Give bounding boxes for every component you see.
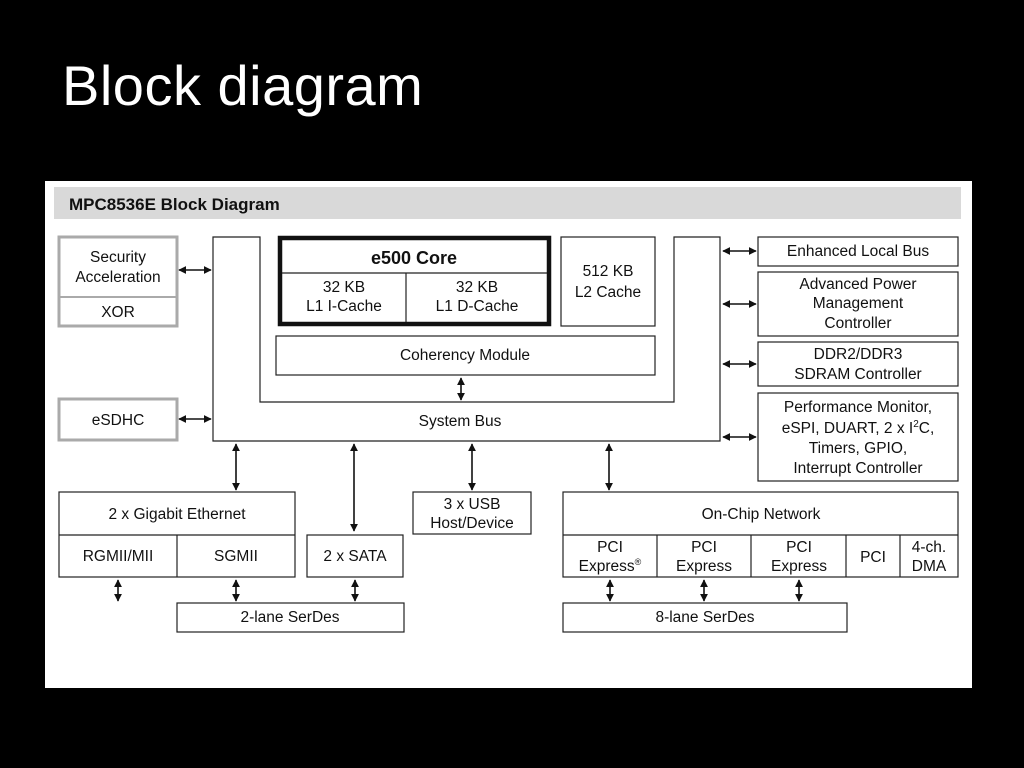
advanced-power-management-block: Advanced Power Management Controller xyxy=(757,271,959,337)
svg-text:RGMII/MII: RGMII/MII xyxy=(83,548,154,565)
svg-text:Advanced Power: Advanced Power xyxy=(799,276,916,293)
svg-text:L1 D-Cache: L1 D-Cache xyxy=(436,298,519,315)
svg-text:Express: Express xyxy=(771,558,827,575)
svg-text:Express: Express xyxy=(676,558,732,575)
system-bus-outline xyxy=(212,236,721,442)
svg-text:2 x SATA: 2 x SATA xyxy=(323,548,387,565)
block-diagram-panel: MPC8536E Block Diagram System Bus Securi… xyxy=(45,181,972,688)
svg-text:Security: Security xyxy=(90,249,146,266)
svg-text:L1 I-Cache: L1 I-Cache xyxy=(306,298,382,315)
serdes-2lane-block: 2-lane SerDes xyxy=(176,602,405,633)
block-diagram-svg: MPC8536E Block Diagram System Bus Securi… xyxy=(54,187,961,633)
svg-text:PCI: PCI xyxy=(786,539,812,556)
svg-text:32 KB: 32 KB xyxy=(323,279,365,296)
svg-text:eSPI, DUART, 2 x I2C,: eSPI, DUART, 2 x I2C, xyxy=(782,419,935,437)
svg-text:PCI: PCI xyxy=(860,549,886,566)
enhanced-local-bus-block: Enhanced Local Bus xyxy=(757,236,959,267)
svg-text:32 KB: 32 KB xyxy=(456,279,498,296)
svg-text:On-Chip Network: On-Chip Network xyxy=(702,506,821,523)
svg-text:Express®: Express® xyxy=(579,557,642,575)
coherency-module-block: Coherency Module xyxy=(275,335,656,376)
svg-text:Timers, GPIO,: Timers, GPIO, xyxy=(809,440,907,457)
svg-text:Interrupt Controller: Interrupt Controller xyxy=(793,460,922,477)
svg-text:3 x USB: 3 x USB xyxy=(444,496,501,513)
sata-block: 2 x SATA xyxy=(306,534,404,578)
svg-text:8-lane SerDes: 8-lane SerDes xyxy=(655,609,754,626)
security-acceleration-block: Security Acceleration XOR xyxy=(57,235,179,328)
svg-text:2 x Gigabit Ethernet: 2 x Gigabit Ethernet xyxy=(109,506,247,523)
svg-text:L2 Cache: L2 Cache xyxy=(575,284,641,301)
svg-text:4-ch.: 4-ch. xyxy=(912,539,946,556)
e500-core-block: e500 Core 32 KB L1 I-Cache 32 KB L1 D-Ca… xyxy=(277,235,552,327)
esdhc-block: eSDHC xyxy=(57,397,179,442)
svg-text:Enhanced Local Bus: Enhanced Local Bus xyxy=(787,243,929,260)
svg-text:eSDHC: eSDHC xyxy=(92,412,145,429)
svg-text:512 KB: 512 KB xyxy=(583,263,634,280)
usb-block: 3 x USB Host/Device xyxy=(412,491,532,535)
svg-text:DMA: DMA xyxy=(912,558,947,575)
on-chip-network-block: On-Chip Network PCI Express® PCI Express… xyxy=(562,491,959,578)
svg-text:PCI: PCI xyxy=(597,539,623,556)
svg-text:SDRAM Controller: SDRAM Controller xyxy=(794,366,921,383)
serdes-8lane-block: 8-lane SerDes xyxy=(562,602,848,633)
performance-monitor-block: Performance Monitor, eSPI, DUART, 2 x I2… xyxy=(757,392,959,482)
svg-text:Coherency Module: Coherency Module xyxy=(400,347,530,364)
svg-text:Performance Monitor,: Performance Monitor, xyxy=(784,399,932,416)
svg-text:Host/Device: Host/Device xyxy=(430,515,514,532)
svg-text:2-lane SerDes: 2-lane SerDes xyxy=(240,609,339,626)
l2-cache-block: 512 KB L2 Cache xyxy=(560,236,656,327)
svg-text:Acceleration: Acceleration xyxy=(75,269,160,286)
svg-text:XOR: XOR xyxy=(101,304,135,321)
diagram-header: MPC8536E Block Diagram xyxy=(69,195,280,214)
gigabit-ethernet-block: 2 x Gigabit Ethernet RGMII/MII SGMII xyxy=(58,491,296,578)
system-bus-label: System Bus xyxy=(419,413,502,430)
diagram-header-bar xyxy=(54,187,961,219)
svg-text:Controller: Controller xyxy=(824,315,891,332)
svg-text:Management: Management xyxy=(813,295,904,312)
svg-text:SGMII: SGMII xyxy=(214,548,258,565)
slide-title: Block diagram xyxy=(62,54,424,117)
svg-text:PCI: PCI xyxy=(691,539,717,556)
svg-text:e500 Core: e500 Core xyxy=(371,248,457,268)
svg-text:DDR2/DDR3: DDR2/DDR3 xyxy=(814,346,903,363)
ddr-controller-block: DDR2/DDR3 SDRAM Controller xyxy=(757,341,959,387)
